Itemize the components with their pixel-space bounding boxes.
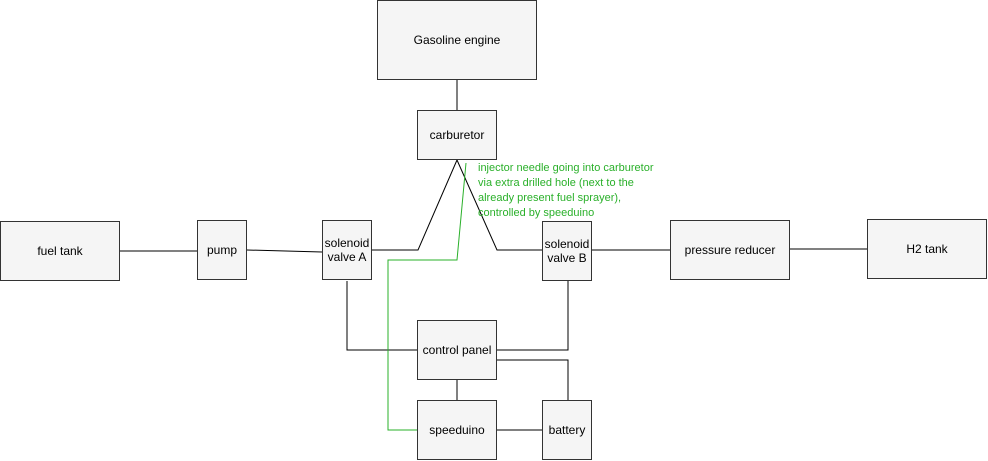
control-panel-box: control panel	[417, 320, 497, 380]
fuel-tank-box: fuel tank	[0, 221, 120, 281]
speeduino-box: speeduino	[417, 400, 497, 460]
link-carburetor-solenoid-b	[456, 159, 542, 251]
pressure-reducer-box: pressure reducer	[670, 220, 790, 280]
link-solenoid-b-control-panel	[497, 281, 569, 351]
link-solenoid-a-control-panel	[346, 281, 417, 351]
control-panel-label: control panel	[422, 343, 492, 357]
carburetor-box: carburetor	[417, 110, 497, 160]
battery-label: battery	[548, 423, 586, 437]
injector-annotation-line4: controlled by speeduino	[478, 207, 595, 219]
h2-tank-box: H2 tank	[867, 219, 987, 279]
pump-label: pump	[206, 243, 238, 257]
solenoid-valve-b-box: solenoid valve B	[542, 221, 592, 281]
injector-annotation: injector needle going into carburetor vi…	[478, 161, 654, 221]
speeduino-label: speeduino	[429, 423, 485, 437]
solenoid-valve-a-label-line2: valve A	[327, 250, 367, 264]
injector-annotation-line3: already present fuel sprayer),	[478, 192, 622, 204]
gasoline-engine-box: Gasoline engine	[377, 0, 537, 80]
gasoline-engine-label: Gasoline engine	[413, 33, 501, 47]
solenoid-valve-b-label-line2: valve B	[547, 251, 587, 265]
pump-box: pump	[197, 220, 247, 280]
carburetor-label: carburetor	[429, 128, 485, 142]
injector-annotation-line2: via extra drilled hole (next to the	[478, 177, 634, 189]
battery-box: battery	[542, 400, 592, 460]
solenoid-valve-b-label-line1: solenoid	[544, 237, 590, 251]
injector-annotation-line1: injector needle going into carburetor	[478, 162, 654, 174]
link-solenoid-a-carburetor	[372, 159, 458, 251]
solenoid-valve-a-box: solenoid valve A	[322, 220, 372, 280]
fuel-tank-label: fuel tank	[37, 244, 83, 258]
solenoid-valve-a-label-line1: solenoid	[324, 236, 370, 250]
pressure-reducer-label: pressure reducer	[684, 243, 776, 257]
h2-tank-label: H2 tank	[906, 242, 948, 256]
link-pump-solenoid-a	[246, 249, 323, 253]
link-control-panel-battery	[497, 359, 569, 400]
injector-needle-line	[387, 162, 467, 431]
